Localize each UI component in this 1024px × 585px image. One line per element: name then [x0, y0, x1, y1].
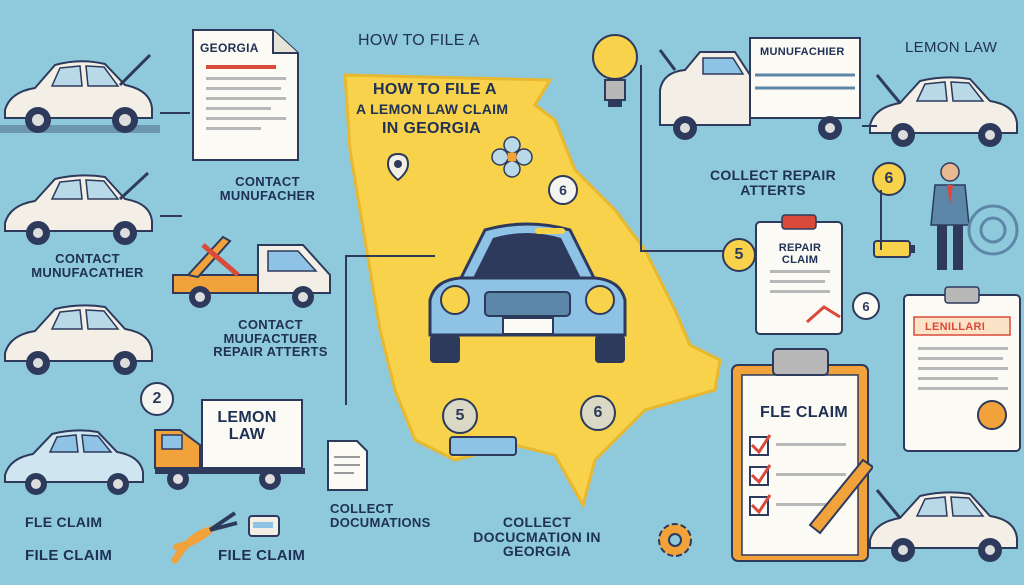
label-lemon-law-top: LEMON LAW: [905, 39, 998, 56]
connector-line: [640, 65, 642, 250]
repair-claim-title: REPAIR CLAIM: [778, 242, 822, 266]
file-claim-clipboard-title: FLE CLAIM: [760, 404, 849, 421]
label-contact-manufacturer-left: CONTACT MUNUFACATHER: [31, 251, 144, 280]
lightbulb-icon: [592, 34, 638, 107]
georgia-document: [192, 29, 299, 161]
flower-icon: [491, 136, 533, 178]
label-collect-georgia: COLLECT DOCUCMATION IN GEORGIA: [473, 514, 601, 560]
label-contact-manufacturer: CONTACT MUNUFACHER: [219, 174, 316, 203]
car-illustration-right-top: [869, 74, 1018, 147]
connector-line: [345, 255, 435, 257]
map-title-line1: HOW TO FILE A: [373, 81, 497, 98]
id-card-icon: [248, 515, 280, 537]
step-number-left: 2: [140, 382, 174, 416]
map-title-line2: A LEMON LAW CLAIM: [356, 101, 509, 117]
step-number-right-mid: 6: [852, 292, 880, 320]
car-illustration-right-bottom: [869, 489, 1018, 562]
car-illustration-blue: [4, 429, 144, 495]
collect-documents-icon: [327, 440, 368, 491]
connector-line: [640, 250, 725, 252]
businessman-figure: [930, 162, 970, 270]
tow-truck-illustration: [172, 235, 331, 308]
step-number-right-top: 6: [872, 162, 906, 196]
manufacturer-truck-label: MUNUFACHIER: [760, 46, 845, 58]
gear-icon: [658, 523, 692, 557]
lemon-law-certificate-title: LENILLARI: [925, 321, 986, 333]
step-number-map-top: 6: [548, 175, 578, 205]
step-number-repair: 5: [722, 238, 756, 272]
car-illustration-1: [0, 53, 160, 133]
step-number-map-bottom-2: 6: [580, 395, 616, 431]
label-collect-documentations: COLLECT DOCUMATIONS: [330, 501, 431, 530]
connector-line: [862, 125, 877, 127]
lemon-law-truck: [154, 399, 305, 490]
lemon-car-illustration: [428, 222, 627, 363]
label-file-claim-bottom: FILE CLAIM: [218, 547, 306, 564]
connector-line: [160, 112, 190, 114]
file-claim-clipboard: [731, 348, 873, 562]
blue-plate-icon: [449, 436, 517, 456]
label-file-claim-left-2: FILE CLAIM: [25, 547, 113, 564]
connector-line: [160, 215, 182, 217]
lemon-law-truck-label: LEMON LAW: [217, 409, 277, 443]
page-title: HOW TO FILE A: [358, 32, 480, 49]
step-number-map-bottom: 5: [442, 398, 478, 434]
battery-icon: [873, 240, 915, 258]
settings-dial-icon: [967, 204, 1019, 256]
car-illustration-2: [4, 171, 153, 245]
georgia-document-title: GEORGIA: [200, 41, 259, 55]
connector-line: [345, 255, 347, 405]
gps-pin-icon: [386, 152, 410, 182]
connector-line: [880, 190, 882, 250]
car-illustration-3: [4, 304, 153, 375]
label-file-claim-left-1: FLE CLAIM: [25, 514, 103, 530]
label-collect-repair-atterts: COLLECT REPAIR ATTERTS: [709, 167, 837, 198]
manufacturer-truck: [658, 37, 861, 140]
pliers-icon: [171, 511, 238, 564]
map-title-line3: IN GEORGIA: [382, 120, 482, 137]
label-contact-repair: CONTACT MUUFACTUER REPAIR ATTERTS: [213, 317, 328, 360]
repair-claim-clipboard: [755, 214, 843, 335]
lemon-law-certificate: [903, 286, 1021, 452]
